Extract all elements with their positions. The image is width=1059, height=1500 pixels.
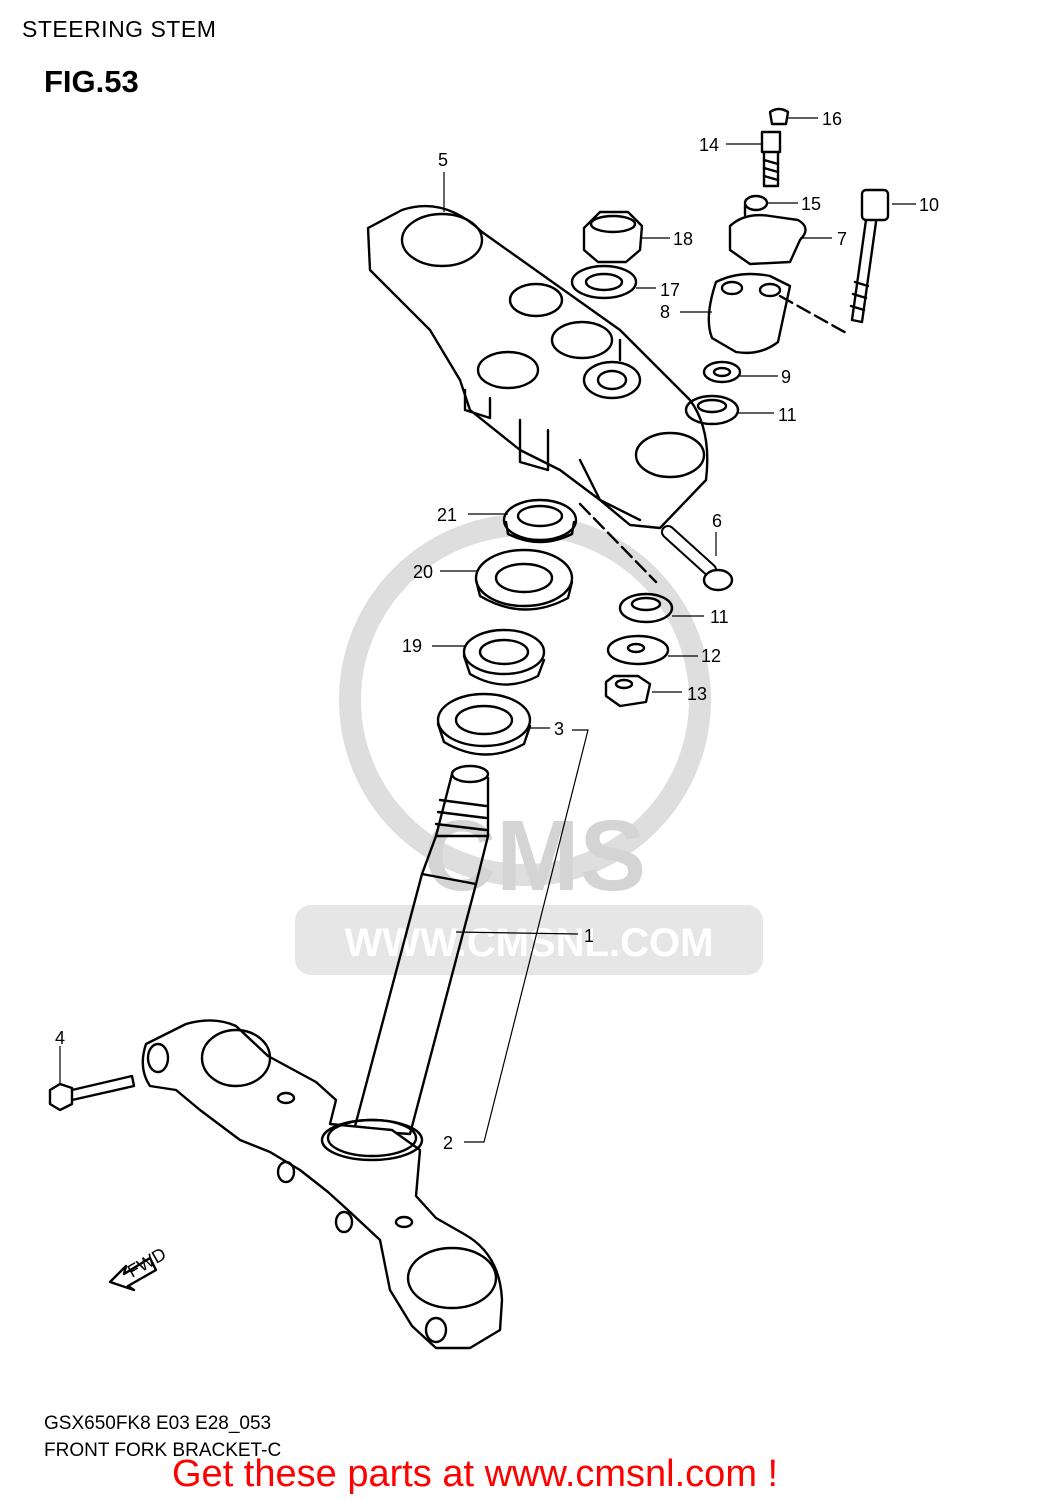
callout-3: 3 [554,719,564,739]
fwd-arrow [108,1256,158,1292]
callouts: 1 2 3 4 5 6 7 8 9 10 11 11 12 13 14 15 1… [55,109,939,1153]
bolt-10 [849,188,890,324]
callout-18: 18 [673,229,693,249]
callout-8: 8 [660,302,670,322]
diagram-caption: FRONT FORK BRACKET-C [44,1440,282,1461]
nut-15 [743,194,769,212]
callout-13: 13 [687,684,707,704]
bolt-4 [48,1074,136,1112]
callout-16: 16 [822,109,842,129]
callout-12: 12 [701,646,721,666]
callout-1: 1 [584,926,594,946]
bearing-3 [436,692,532,756]
damper-11-upper [684,394,740,426]
upper-bracket [366,204,709,530]
washer-20 [474,548,574,611]
washer-12 [606,634,670,666]
cap-18 [582,210,644,264]
callout-4: 4 [55,1028,65,1048]
callout-7: 7 [837,229,847,249]
callout-17: 17 [660,280,680,300]
bearing-19 [462,628,546,686]
callout-2: 2 [443,1133,453,1153]
callout-10: 10 [919,195,939,215]
promo-link[interactable]: Get these parts at www.cmsnl.com ! [172,1453,779,1495]
washer-17 [570,264,638,300]
callout-11-lower: 11 [710,607,729,627]
figure-label: FIG.53 [44,64,139,99]
bolt-14 [760,130,782,188]
cap-16 [768,107,790,126]
nut-21 [502,498,578,544]
lower-bracket [141,1019,504,1350]
watermark-url: WWW.CMSNL.COM [345,921,714,965]
callout-21: 21 [437,505,457,525]
callout-11-upper: 11 [778,405,797,425]
callout-19: 19 [402,636,422,656]
callout-5: 5 [438,150,448,170]
watermark: CMS WWW.CMSNL.COM [295,514,763,975]
section-title: STEERING STEM [22,16,217,42]
callout-9: 9 [781,367,791,387]
callout-15: 15 [801,194,821,214]
bolt-6 [661,525,734,592]
leader-lines [59,117,916,1143]
callout-20: 20 [413,562,433,582]
watermark-brand: CMS [424,800,646,912]
callout-14: 14 [699,135,719,155]
damper-11-lower [618,592,674,624]
model-code: GSX650FK8 E03 E28_053 [44,1413,272,1434]
dust-seal-2 [326,1118,418,1158]
washer-9 [702,360,742,384]
callout-6: 6 [712,511,722,531]
clamp-7 [728,213,807,266]
